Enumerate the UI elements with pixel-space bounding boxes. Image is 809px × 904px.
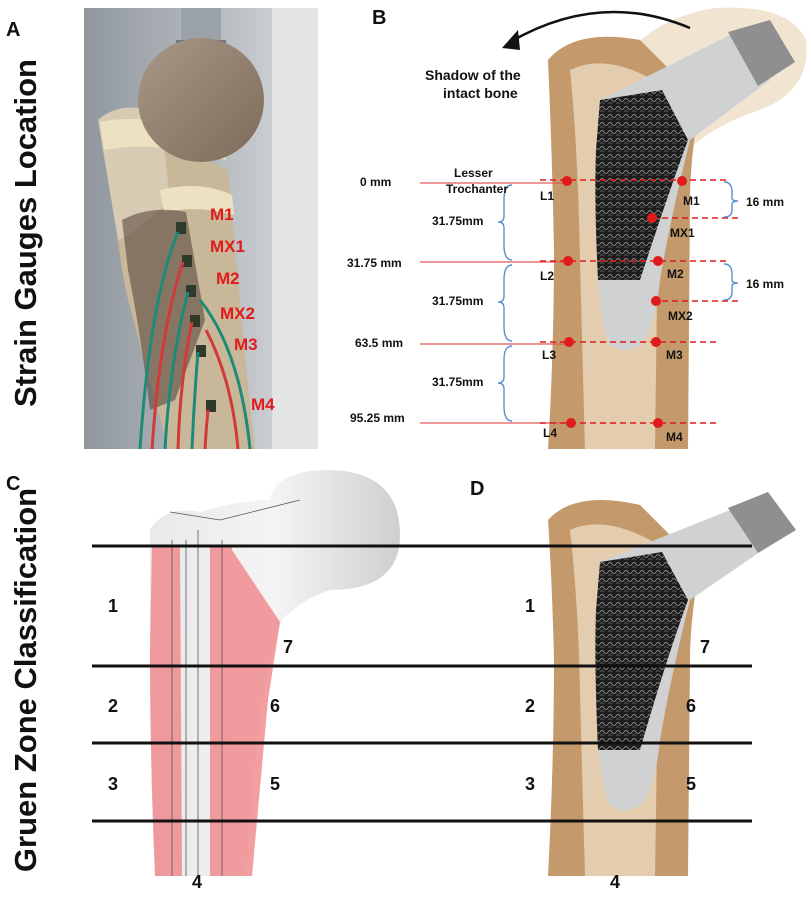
zone-number-c: 3 (108, 774, 118, 794)
panel-d-diagram (548, 492, 796, 876)
zone-number-c: 4 (192, 872, 202, 892)
zone-number-d: 4 (610, 872, 620, 892)
medial-gauge-label: M1 (683, 194, 700, 208)
zone-number-c: 2 (108, 696, 118, 716)
lateral-gauge-label: L2 (540, 269, 554, 283)
zone-number-c: 7 (283, 637, 293, 657)
level-label: 31.75 mm (347, 256, 402, 270)
shadow-text-line2: intact bone (443, 85, 518, 101)
photo-gauge-label: M1 (210, 205, 234, 224)
photo-gauge-label: MX1 (210, 237, 245, 256)
panel-c-diagram (150, 470, 400, 876)
lesser-trochanter-label: Lesser (454, 166, 493, 180)
panel-letter-c: C (6, 473, 20, 495)
panel-letter-d: D (470, 478, 484, 500)
level-label: 95.25 mm (350, 411, 405, 425)
panel-letter-a: A (6, 19, 20, 41)
zone-number-d: 7 (700, 637, 710, 657)
spacing-label: 31.75mm (432, 375, 483, 389)
zone-number-d: 1 (525, 596, 535, 616)
medial-gauge-label: M2 (667, 267, 684, 281)
lesser-trochanter-label: Trochanter (446, 182, 508, 196)
panel-a-photo: M1 MX1 M2 MX2 M3 M4 (84, 8, 318, 450)
medial-gauge-label: M4 (666, 430, 683, 444)
lateral-gauge-label: L4 (543, 426, 557, 440)
zone-number-c: 6 (270, 696, 280, 716)
zone-number-d: 5 (686, 774, 696, 794)
side-title-strain-gauges: Strain Gauges Location (8, 59, 43, 407)
photo-gauge-label: M2 (216, 269, 240, 288)
medial-spacing-label: 16 mm (746, 195, 784, 209)
spacing-label: 31.75mm (432, 294, 483, 308)
level-label: 0 mm (360, 175, 391, 189)
zone-number-d: 2 (525, 696, 535, 716)
medial-spacing-label: 16 mm (746, 277, 784, 291)
medial-gauge-label: MX2 (668, 309, 693, 323)
medial-gauge-label: MX1 (670, 226, 695, 240)
zone-lines (92, 544, 752, 823)
photo-gauge-label: M3 (234, 335, 258, 354)
photo-gauge-label: M4 (251, 395, 275, 414)
zone-number-c: 5 (270, 774, 280, 794)
lateral-gauge-label: L3 (542, 348, 556, 362)
side-title-gruen-zone: Gruen Zone Classification (8, 488, 43, 872)
lateral-gauge-label: L1 (540, 189, 554, 203)
zone-number-d: 3 (525, 774, 535, 794)
spacing-label: 31.75mm (432, 214, 483, 228)
photo-gauge-label: MX2 (220, 304, 255, 323)
level-label: 63.5 mm (355, 336, 403, 350)
zone-number-d: 6 (686, 696, 696, 716)
shadow-text-line1: Shadow of the (425, 67, 521, 83)
medial-gauge-label: M3 (666, 348, 683, 362)
panel-b-diagram: Shadow of the intact bone (347, 7, 807, 450)
panel-letter-b: B (372, 7, 386, 29)
zone-number-c: 1 (108, 596, 118, 616)
